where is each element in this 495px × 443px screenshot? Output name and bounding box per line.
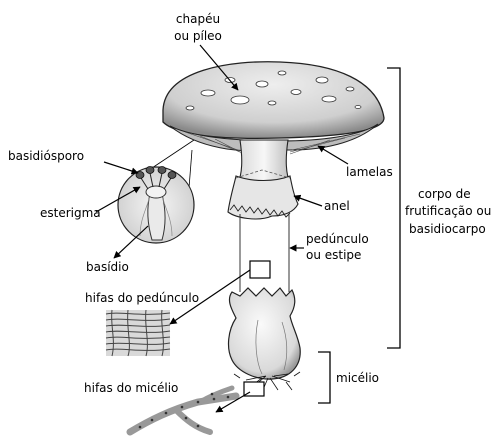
label-lamelas: lamelas xyxy=(346,165,393,179)
fruiting-body-bracket xyxy=(387,68,400,348)
label-corpo-1: corpo de xyxy=(418,187,471,201)
label-basidio: basídio xyxy=(86,260,129,274)
label-pedunculo-2: ou estipe xyxy=(306,248,361,262)
label-esterigma: esterigma xyxy=(40,206,101,220)
arrow-lamelas xyxy=(318,146,348,164)
arrow-basidiosporo xyxy=(104,162,138,173)
label-chapeu-2: ou píleo xyxy=(174,29,222,43)
stem-detail-box xyxy=(250,261,270,278)
label-chapeu-1: chapéu xyxy=(176,12,220,26)
label-corpo-2: frutificação ou xyxy=(405,204,491,218)
stem-upper xyxy=(228,140,298,219)
label-hifas-micelio: hifas do micélio xyxy=(84,381,178,395)
mycelium-bracket xyxy=(318,352,330,403)
stalk-hyphae-illustration xyxy=(106,310,170,356)
label-basidiosporo: basidiósporo xyxy=(8,149,84,163)
volva xyxy=(229,288,301,379)
label-pedunculo-1: pedúnculo xyxy=(306,232,369,246)
basidium-magnified xyxy=(118,140,194,243)
label-micelio: micélio xyxy=(336,371,379,385)
label-corpo-3: basidiocarpo xyxy=(409,222,486,236)
stem-lower xyxy=(240,214,289,292)
label-hifas-pedunculo: hifas do pedúnculo xyxy=(85,291,199,305)
cap-shape xyxy=(163,62,384,139)
label-anel: anel xyxy=(324,199,350,213)
